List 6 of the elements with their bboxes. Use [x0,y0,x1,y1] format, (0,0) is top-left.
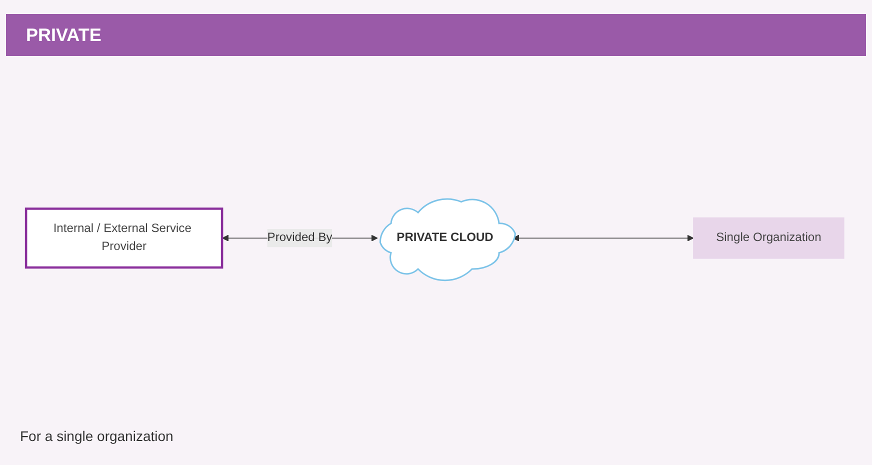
arrow [512,235,694,242]
caption: For a single organization [20,428,174,444]
node-box: Single Organization [693,218,844,260]
node-box: Internal / External Service Provider [24,208,224,269]
edge-label: Provided By [267,232,332,244]
title-banner: PRIVATE [6,14,866,56]
